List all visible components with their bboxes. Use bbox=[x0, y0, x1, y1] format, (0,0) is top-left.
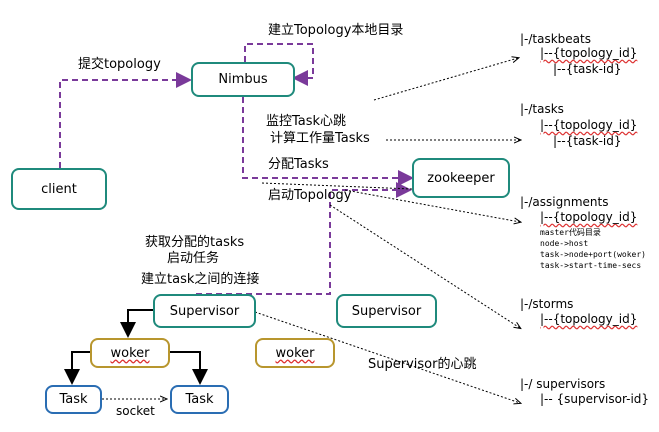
socket-label: socket bbox=[116, 404, 155, 418]
start-job-label: 启动任务 bbox=[167, 251, 220, 266]
zk-storms-topology: |--{topology_id} bbox=[540, 312, 638, 326]
zk-assignments-detail-2: node->host bbox=[540, 239, 589, 248]
zk-tasks-root: |-/tasks bbox=[520, 102, 564, 116]
submit-arrow bbox=[59, 72, 192, 168]
fetch-tasks-label: 获取分配的tasks bbox=[145, 235, 245, 250]
nimbus-node: Nimbus bbox=[191, 62, 295, 97]
zk-assignments-root: |-/assignments bbox=[520, 195, 609, 209]
start-topology-label: 启动Topology bbox=[268, 188, 352, 203]
task-label-1: Task bbox=[59, 392, 88, 407]
task-label-2: Task bbox=[185, 392, 214, 407]
zk-taskbeats-topology: |--{topology_id} bbox=[540, 46, 638, 60]
task-node-1: Task bbox=[45, 385, 102, 414]
zookeeper-label: zookeeper bbox=[427, 170, 495, 186]
zk-taskbeats-root: |-/taskbeats bbox=[520, 32, 591, 46]
build-conn-label: 建立task之间的连接 bbox=[141, 272, 260, 287]
zk-storms-root: |-/storms bbox=[520, 297, 574, 311]
submit-label: 提交topology bbox=[78, 57, 161, 72]
supervisor-node-2: Supervisor bbox=[336, 294, 437, 328]
supervisors-pointer bbox=[254, 311, 520, 403]
zk-supervisors-id: |-- {supervisor-id} bbox=[540, 392, 650, 406]
supervisor-to-worker bbox=[120, 309, 153, 338]
zk-assignments-topology: |--{topology_id} bbox=[540, 210, 638, 224]
compute-label: 计算工作量Tasks bbox=[270, 131, 370, 146]
zk-supervisors-root: |-/ supervisors bbox=[520, 377, 606, 391]
taskbeats-pointer bbox=[373, 58, 518, 101]
nimbus-label: Nimbus bbox=[218, 72, 268, 87]
fetch-tasks-arrow bbox=[196, 182, 412, 295]
worker-to-task1 bbox=[64, 351, 90, 385]
supervisor-label-1: Supervisor bbox=[169, 303, 240, 319]
zk-assignments-detail-3: task->node+port(woker) bbox=[540, 250, 646, 259]
assign-arrow bbox=[242, 97, 414, 186]
worker-label-1: woker bbox=[110, 345, 150, 361]
monitor-label: 监控Task心跳 bbox=[266, 114, 347, 129]
worker-label-2: woker bbox=[275, 345, 315, 361]
client-node: client bbox=[11, 168, 107, 210]
supervisor-label-2: Supervisor bbox=[351, 303, 422, 319]
supervisor-heartbeat-label: Supervisor的心跳 bbox=[368, 357, 477, 372]
storms-pointer bbox=[329, 204, 520, 328]
zk-assignments-detail-1: master代码目录 bbox=[540, 228, 601, 237]
zookeeper-node: zookeeper bbox=[412, 158, 510, 198]
zk-tasks-topology: |--{topology_id} bbox=[540, 118, 638, 132]
zk-tasks-task: |--{task-id} bbox=[553, 134, 622, 148]
client-label: client bbox=[41, 181, 77, 197]
task-node-2: Task bbox=[170, 385, 229, 414]
supervisor-node-1: Supervisor bbox=[153, 294, 256, 328]
create-dir-label: 建立Topology本地目录 bbox=[268, 23, 404, 38]
zk-taskbeats-task: |--{task-id} bbox=[553, 62, 622, 76]
assign-label: 分配Tasks bbox=[268, 157, 329, 172]
start-topology-pointer bbox=[261, 182, 462, 191]
zk-assignments-detail-4: task->start-time-secs bbox=[540, 261, 642, 270]
create-dir-loop bbox=[244, 43, 314, 86]
worker-node-2: woker bbox=[255, 338, 335, 368]
worker-node-1: woker bbox=[90, 338, 170, 368]
assignments-pointer bbox=[344, 189, 520, 222]
worker-to-task2 bbox=[170, 351, 208, 385]
